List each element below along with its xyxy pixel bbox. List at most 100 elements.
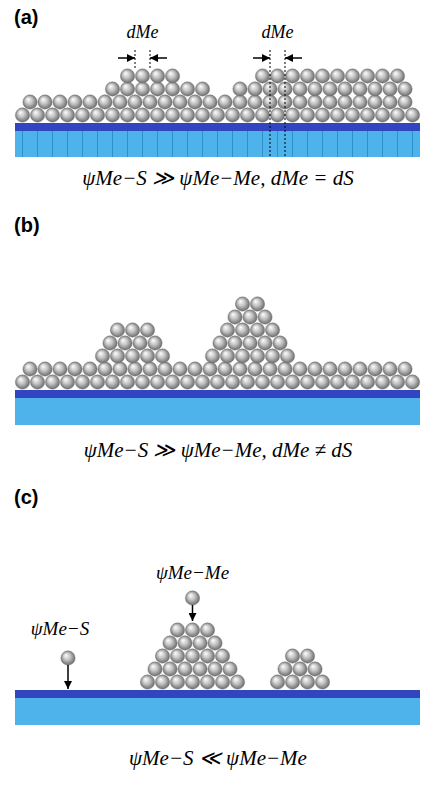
metal-atom — [120, 69, 134, 83]
substrate — [15, 123, 420, 157]
metal-atom — [220, 323, 234, 337]
metal-atom — [323, 362, 337, 376]
metal-atom — [225, 375, 239, 389]
metal-atom — [203, 95, 217, 109]
metal-atom — [330, 108, 344, 122]
metal-atom — [233, 362, 247, 376]
metal-atom — [323, 95, 337, 109]
metal-atom — [405, 108, 419, 122]
condition-equation: ψMe−S ≫ ψMe−Me, dMe ≠ dS — [84, 438, 353, 462]
metal-atom — [308, 662, 322, 676]
metal-atom — [60, 375, 74, 389]
metal-atom — [90, 375, 104, 389]
metal-atom — [255, 108, 269, 122]
metal-atom — [208, 636, 222, 650]
metal-atom — [375, 69, 389, 83]
metal-atom — [353, 362, 367, 376]
metal-atom — [185, 591, 199, 605]
metal-atom — [105, 82, 119, 96]
metal-atom — [113, 362, 127, 376]
metal-atom — [205, 349, 219, 363]
metal-atom — [135, 108, 149, 122]
metal-atom — [233, 95, 247, 109]
metal-atom — [105, 375, 119, 389]
metal-atom — [110, 349, 124, 363]
substrate — [15, 690, 420, 725]
metal-atom — [38, 362, 52, 376]
metal-atom — [120, 108, 134, 122]
metal-atom — [155, 649, 169, 663]
panel-label: (b) — [14, 214, 40, 237]
metal-atom — [218, 95, 232, 109]
metal-atom — [215, 675, 229, 689]
metal-atom — [178, 636, 192, 650]
metal-atom — [155, 349, 169, 363]
arrow — [118, 57, 135, 59]
metal-atom — [383, 95, 397, 109]
arrow — [192, 605, 194, 621]
metal-atom — [280, 349, 294, 363]
metal-atom — [240, 108, 254, 122]
metal-atom — [270, 675, 284, 689]
metal-atom — [228, 310, 242, 324]
panel-label: (c) — [14, 486, 38, 509]
metal-atom — [165, 375, 179, 389]
metal-atom — [240, 375, 254, 389]
energy-label: ψMe−S — [31, 618, 89, 640]
substrate-surface — [15, 123, 420, 131]
metal-atom — [173, 362, 187, 376]
metal-atom — [170, 623, 184, 637]
metal-atom — [188, 95, 202, 109]
energy-label: ψMe−Me — [156, 562, 229, 584]
metal-atom — [173, 95, 187, 109]
metal-atom — [220, 349, 234, 363]
metal-atom — [165, 82, 179, 96]
metal-atom — [163, 662, 177, 676]
metal-atom — [75, 108, 89, 122]
metal-atom — [158, 362, 172, 376]
metal-atom — [398, 95, 412, 109]
metal-atom — [110, 323, 124, 337]
metal-atom — [250, 323, 264, 337]
metal-atom — [45, 108, 59, 122]
metal-atom — [235, 323, 249, 337]
metal-atom — [375, 108, 389, 122]
metal-atom — [338, 95, 352, 109]
metal-atom — [150, 375, 164, 389]
metal-atom — [45, 375, 59, 389]
metal-atom — [383, 362, 397, 376]
metal-atom — [248, 82, 262, 96]
metal-atom — [180, 108, 194, 122]
metal-atom — [170, 649, 184, 663]
metal-atom — [150, 69, 164, 83]
metal-atom — [230, 675, 244, 689]
metal-atom — [255, 375, 269, 389]
metal-atom — [278, 362, 292, 376]
metal-atom — [353, 95, 367, 109]
metal-atom — [360, 108, 374, 122]
metal-atom — [143, 362, 157, 376]
metal-atom — [30, 375, 44, 389]
metal-atom — [150, 108, 164, 122]
metal-atom — [390, 108, 404, 122]
metal-atom — [250, 297, 264, 311]
metal-atom — [98, 362, 112, 376]
metal-atom — [60, 108, 74, 122]
panel-label: (a) — [14, 6, 38, 29]
metal-atom — [23, 362, 37, 376]
metal-atom — [53, 362, 67, 376]
metal-atom — [68, 362, 82, 376]
dimension-line — [285, 50, 286, 157]
metal-atom — [360, 69, 374, 83]
metal-atom — [208, 662, 222, 676]
metal-atom — [135, 375, 149, 389]
metal-atom — [203, 362, 217, 376]
metal-atom — [278, 662, 292, 676]
metal-atom — [135, 82, 149, 96]
metal-atom — [128, 95, 142, 109]
metal-atom — [15, 375, 29, 389]
metal-atom — [178, 662, 192, 676]
arrow — [150, 57, 167, 59]
metal-atom — [185, 675, 199, 689]
